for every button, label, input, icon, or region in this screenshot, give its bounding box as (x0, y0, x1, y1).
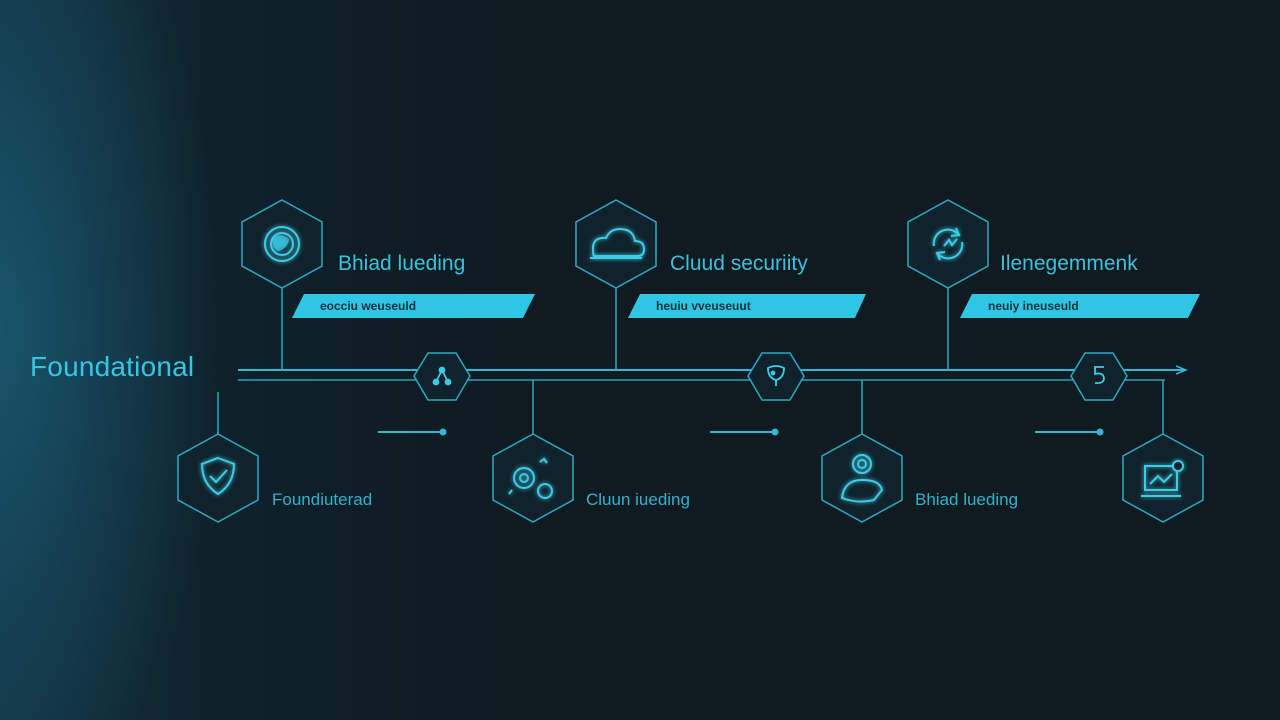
label-bar-3 (960, 294, 1200, 318)
label-bar-text-3: neuiy ineuseuld (988, 299, 1079, 313)
hex-bottom-3 (821, 433, 903, 523)
bottom-node-label-2: Cluun iueding (586, 490, 690, 509)
hex-bottom-1 (177, 433, 259, 523)
marker-hex-1 (413, 352, 471, 401)
timeline-arrow (1175, 365, 1189, 375)
top-node-label-2: Cluud securiity (670, 252, 808, 275)
refresh-icon (932, 227, 964, 261)
digit-icon (1094, 366, 1105, 385)
small-arrows (378, 428, 1104, 436)
timeline (238, 365, 1189, 381)
diagram-title: Foundational (30, 351, 195, 382)
marker-hex-2 (747, 352, 805, 401)
nodes-icon (432, 366, 452, 386)
robot-icon (767, 365, 785, 386)
hex-top-3 (907, 199, 989, 289)
globe-icon (264, 226, 300, 262)
label-bars (292, 294, 1200, 318)
label-bar-2 (628, 294, 866, 318)
user-icon (840, 454, 884, 503)
shield-check-icon (200, 456, 236, 496)
monitor-icon (1141, 460, 1184, 497)
bottom-node-label-1: Foundiuterad (272, 490, 373, 509)
label-bar-text-2: heuiu vveuseuut (656, 299, 751, 313)
hex-bottom-4 (1122, 433, 1204, 523)
bottom-connectors (217, 380, 1164, 436)
marker-hex-3 (1070, 352, 1128, 401)
label-bar-1 (292, 294, 535, 318)
bottom-node-label-3: Bhiad lueding (915, 490, 1019, 509)
hex-top-2 (575, 199, 657, 289)
gears-icon (508, 457, 553, 499)
timeline-markers (413, 352, 1128, 401)
cloud-icon (590, 227, 646, 259)
top-node-label-3: Ilenegemmenk (1000, 252, 1138, 275)
top-connectors (281, 286, 949, 370)
top-node-label-1: Bhiad lueding (338, 252, 466, 275)
bottom-hexagons (177, 433, 1204, 523)
label-bar-text-1: eocciu weuseuld (320, 299, 417, 313)
